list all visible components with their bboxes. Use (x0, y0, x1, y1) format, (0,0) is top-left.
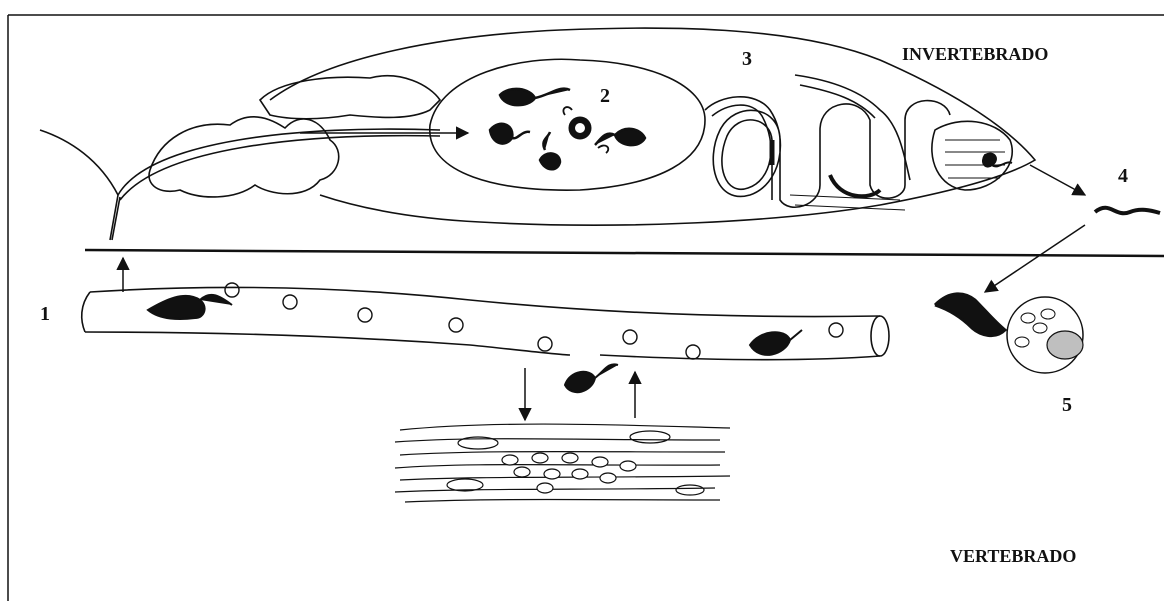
stage-number-2: 2 (600, 85, 610, 107)
insect-body (40, 28, 1035, 240)
gut-lobe-1 (149, 117, 339, 197)
stage-number-4: 4 (1118, 165, 1128, 187)
hindgut-loop (705, 97, 950, 207)
rectal-ampulla (932, 121, 1012, 190)
midgut-parasites (490, 89, 645, 170)
excretion-arrow (1030, 165, 1085, 195)
stage-number-3: 3 (742, 48, 752, 70)
stage-number-1: 1 (40, 303, 50, 325)
stage-number-5: 5 (1062, 394, 1072, 416)
red-blood-cells (225, 283, 843, 359)
hindgut-dark-segment-2 (830, 175, 880, 196)
tissue-exit-trypomastigote (565, 364, 618, 392)
invading-trypomastigote (935, 294, 1005, 336)
invertebrate-label: INVERTEBRADO (902, 44, 1048, 64)
muscle-tissue (395, 424, 730, 502)
food-duct (118, 129, 440, 195)
vertebrate-label: VERTEBRADO (950, 546, 1076, 566)
rectal-parasite (983, 154, 1012, 167)
blood-trypomastigote-1 (148, 295, 232, 319)
host-divider-line (85, 250, 1164, 256)
infection-arrow (985, 225, 1085, 292)
midgut (430, 59, 705, 190)
blood-trypomastigote-2 (750, 330, 802, 355)
host-cell (1007, 297, 1083, 373)
proboscis (40, 130, 118, 240)
amastigote-nest (502, 453, 636, 493)
gut-lobe-2 (260, 76, 440, 119)
metacyclic-trypomastigote (1095, 208, 1160, 213)
